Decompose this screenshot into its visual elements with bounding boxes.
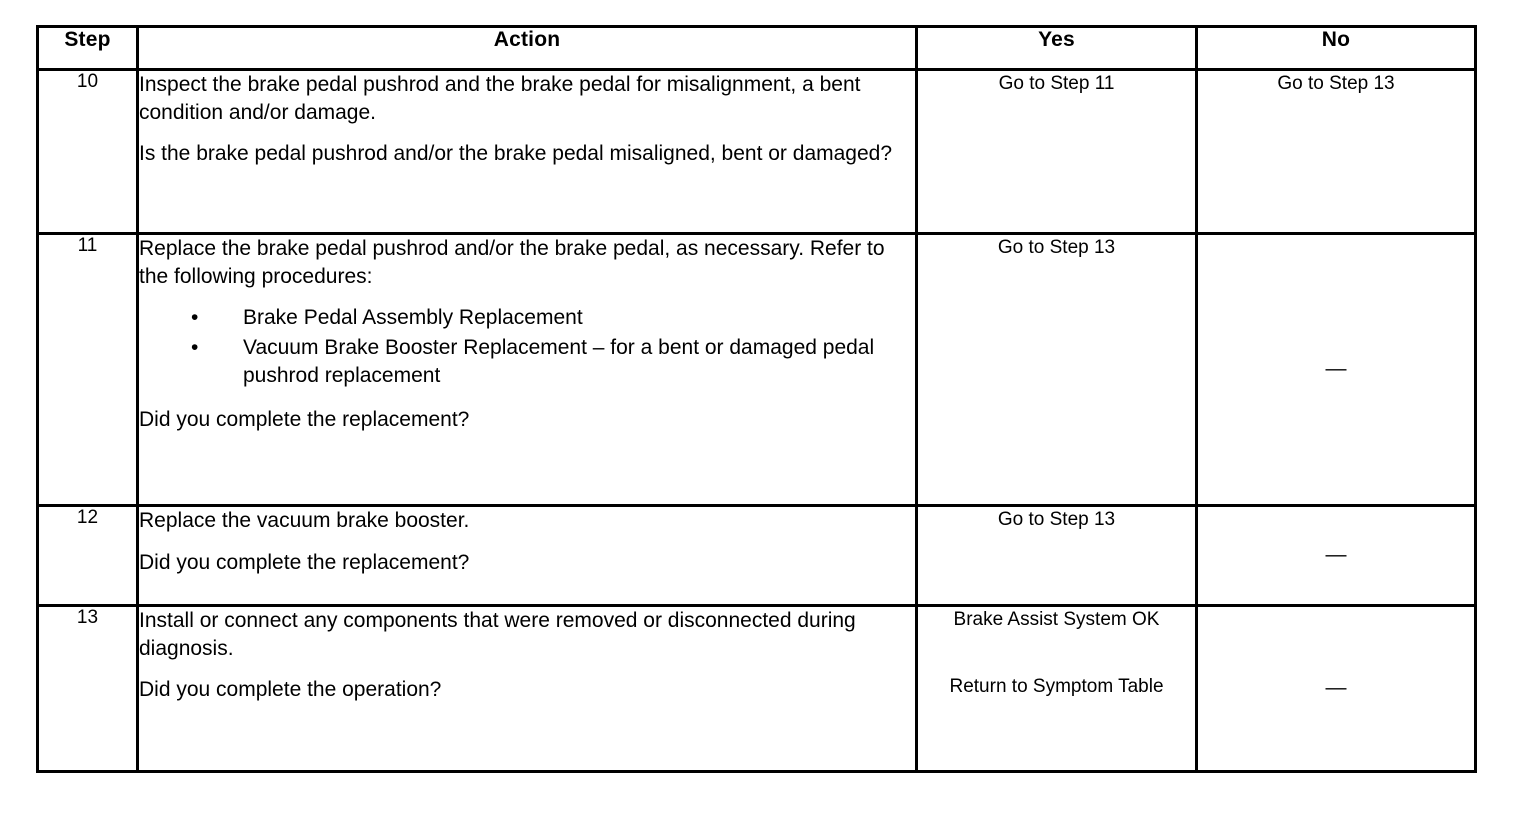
- yes-outcome-cell: Go to Step 13: [915, 232, 1198, 507]
- action-question: Did you complete the operation?: [139, 678, 442, 702]
- table-header-row: Step Action Yes No: [36, 25, 1477, 71]
- list-item-label: Brake Pedal Assembly Replacement: [243, 306, 583, 330]
- column-header-action: Action: [136, 25, 918, 71]
- action-paragraph: Install or connect any components that w…: [139, 609, 856, 660]
- table-row: 12 Replace the vacuum brake booster. Did…: [36, 504, 1477, 607]
- no-outcome-cell: —: [1195, 504, 1477, 607]
- yes-outcome-stack: Brake Assist System OK Return to Symptom…: [918, 607, 1195, 699]
- column-header-yes: Yes: [915, 25, 1198, 71]
- table-row: 13 Install or connect any components tha…: [36, 604, 1477, 773]
- yes-outcome-cell: Go to Step 11: [915, 68, 1198, 235]
- action-spacer: [139, 126, 915, 140]
- no-outcome-dash: —: [1325, 356, 1347, 380]
- action-cell: Replace the vacuum brake booster. Did yo…: [136, 504, 918, 607]
- action-spacer: [139, 392, 915, 406]
- no-outcome-cell: —: [1195, 232, 1477, 507]
- yes-outcome-gap: [918, 632, 1195, 674]
- action-spacer: [139, 290, 915, 304]
- procedure-list: • Brake Pedal Assembly Replacement • Vac…: [139, 304, 915, 392]
- step-number-cell: 11: [36, 232, 139, 507]
- yes-outcome-cell: Go to Step 13: [915, 504, 1198, 607]
- table-row: 10 Inspect the brake pedal pushrod and t…: [36, 68, 1477, 235]
- no-outcome-dash: —: [1325, 675, 1347, 699]
- yes-outcome-cell: Brake Assist System OK Return to Symptom…: [915, 604, 1198, 773]
- yes-outcome-primary: Brake Assist System OK: [953, 609, 1160, 630]
- action-cell: Inspect the brake pedal pushrod and the …: [136, 68, 918, 235]
- action-paragraph: Replace the brake pedal pushrod and/or t…: [139, 237, 885, 288]
- list-item: • Vacuum Brake Booster Replacement – for…: [139, 334, 915, 390]
- action-content: Replace the vacuum brake booster. Did yo…: [139, 507, 915, 576]
- list-item: • Brake Pedal Assembly Replacement: [139, 304, 915, 332]
- action-paragraph: Replace the vacuum brake booster.: [139, 509, 470, 532]
- action-spacer: [139, 535, 915, 549]
- no-outcome-cell: Go to Step 13: [1195, 68, 1477, 235]
- list-item-label: Vacuum Brake Booster Replacement – for a…: [243, 336, 875, 388]
- action-spacer: [139, 662, 915, 676]
- action-cell: Install or connect any components that w…: [136, 604, 918, 773]
- action-paragraph: Inspect the brake pedal pushrod and the …: [139, 73, 861, 124]
- action-spacer: [139, 704, 915, 718]
- table-row: 11 Replace the brake pedal pushrod and/o…: [36, 232, 1477, 507]
- bullet-icon: •: [191, 336, 199, 360]
- action-content: Inspect the brake pedal pushrod and the …: [139, 71, 915, 168]
- no-outcome-cell: —: [1195, 604, 1477, 773]
- no-outcome-dash: —: [1325, 542, 1347, 566]
- step-number-cell: 13: [36, 604, 139, 773]
- table-body: 10 Inspect the brake pedal pushrod and t…: [36, 68, 1477, 773]
- step-number-cell: 10: [36, 68, 139, 235]
- column-header-step: Step: [36, 25, 139, 71]
- bullet-icon: •: [191, 306, 199, 330]
- diagnostic-steps-table: Step Action Yes No 10 Inspect the brake …: [36, 25, 1477, 773]
- action-content: Install or connect any components that w…: [139, 607, 915, 718]
- step-number-cell: 12: [36, 504, 139, 607]
- action-question: Did you complete the replacement?: [139, 408, 470, 432]
- table-header: Step Action Yes No: [36, 25, 1477, 71]
- action-cell: Replace the brake pedal pushrod and/or t…: [136, 232, 918, 507]
- action-content: Replace the brake pedal pushrod and/or t…: [139, 235, 915, 434]
- column-header-no: No: [1195, 25, 1477, 71]
- action-question: Is the brake pedal pushrod and/or the br…: [139, 142, 893, 166]
- yes-outcome-secondary: Return to Symptom Table: [949, 676, 1164, 698]
- action-question: Did you complete the replacement?: [139, 550, 470, 574]
